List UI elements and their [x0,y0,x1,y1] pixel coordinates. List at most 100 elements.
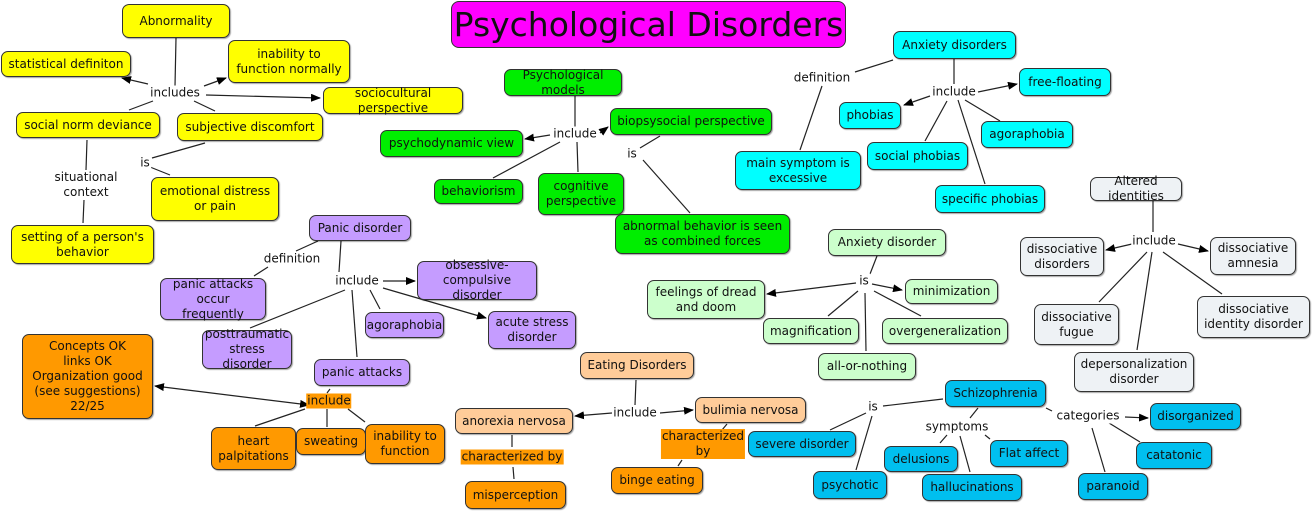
concept-panic-frequent[interactable]: panic attacks occur frequently [160,277,266,321]
link-line [873,290,922,317]
link-line [128,100,154,111]
concept-panic-disorder[interactable]: Panic disorder [309,215,411,241]
link-line [984,434,991,440]
concept-inability-norm[interactable]: inability to function normally [228,40,350,83]
link-arrow [205,93,321,102]
link-label-include-altered[interactable]: include [1131,233,1177,249]
link-line [1045,407,1053,412]
concept-biopsy[interactable]: biopsysocial perspective [610,108,772,135]
concept-social-phobias[interactable]: social phobias [867,142,968,170]
concept-sociocultural[interactable]: sociocultural perspective [323,86,463,115]
concept-agoraphobia1[interactable]: agoraphobia [981,121,1073,148]
link-line [864,292,867,352]
link-label-include-eating[interactable]: include [612,405,658,421]
map-title[interactable]: Psychological Disorders [451,1,846,48]
concept-abnormality[interactable]: Abnormality [122,4,230,38]
link-label-symptoms[interactable]: symptoms [924,419,990,435]
link-label-is-biopsy[interactable]: is [626,146,638,162]
concept-psychotic[interactable]: psychotic [813,471,887,499]
concept-free-floating[interactable]: free-floating [1019,68,1111,96]
link-label-definition-panic[interactable]: definition [262,251,322,267]
concept-sweating[interactable]: sweating [296,428,366,455]
concept-magnification[interactable]: magnification [763,318,859,344]
concept-diss-identity[interactable]: dissociative identity disorder [1197,296,1310,338]
concept-paranoid[interactable]: paranoid [1078,473,1148,500]
link-label-char-bulimia[interactable]: characterized by [660,429,746,459]
link-label-definition-anx[interactable]: definition [792,70,852,86]
concept-hallucinations[interactable]: hallucinations [922,474,1022,501]
concept-emotional[interactable]: emotional distress or pain [151,177,279,221]
link-line [1162,251,1223,295]
concept-ptsd[interactable]: posttraumatic stress disorder [202,327,292,371]
concept-subjective[interactable]: subjective discomfort [177,113,323,141]
link-label-includes-abn[interactable]: includes [149,85,201,101]
concept-ocd[interactable]: obsessive-compulsive disorder [417,258,537,302]
concept-heart[interactable]: heart palpitations [211,427,296,470]
concept-concepts[interactable]: Concepts OK links OK Organization good (… [22,334,153,419]
concept-anxiety-disorder[interactable]: Anxiety disorder [828,229,946,256]
concept-overgeneralization[interactable]: overgeneralization [882,318,1008,344]
link-arrow [871,283,903,293]
concept-diss-disorders[interactable]: dissociative disorders [1020,237,1104,276]
concept-schizophrenia[interactable]: Schizophrenia [945,380,1046,407]
concept-anxiety-disorders[interactable]: Anxiety disorders [893,31,1016,59]
link-line [829,412,867,431]
link-line [174,37,177,87]
link-arrow [574,411,613,420]
link-label-char-anorexia[interactable]: characterized by [460,449,564,465]
link-label-include-anx[interactable]: include [931,84,977,100]
link-label-is-subj[interactable]: is [139,155,151,171]
concept-agoraphobia2[interactable]: agoraphobia [365,312,444,338]
link-label-categories[interactable]: categories [1055,408,1121,424]
concept-binge[interactable]: binge eating [611,467,703,494]
link-line [1098,251,1148,303]
link-arrow [203,77,227,87]
concept-depersonalization[interactable]: depersonalization disorder [1074,352,1194,392]
concept-anorexia[interactable]: anorexia nervosa [455,408,573,434]
concept-statistical[interactable]: statistical definiton [1,51,131,77]
link-label-include-panic[interactable]: include [334,273,380,289]
concept-all-or-nothing[interactable]: all-or-nothing [818,353,916,380]
link-arrow [659,406,694,415]
link-arrow [598,126,609,136]
concept-setting[interactable]: setting of a person's behavior [11,225,154,264]
link-line [295,240,319,252]
concept-disorganized[interactable]: disorganized [1150,403,1241,430]
concept-panic-attacks[interactable]: panic attacks [314,359,410,386]
concept-psych-models[interactable]: Psychological models [504,68,622,97]
link-line [492,141,561,179]
concept-altered[interactable]: Altered identities [1090,174,1182,203]
concept-catatonic[interactable]: catatonic [1136,442,1212,469]
link-line [326,388,331,394]
concept-eating[interactable]: Eating Disorders [580,352,694,379]
concept-specific-phobias[interactable]: specific phobias [935,185,1045,213]
link-label-is-anxiety[interactable]: is [858,273,870,289]
concept-minimization[interactable]: minimization [905,279,998,304]
concept-behaviorism[interactable]: behaviorism [434,179,523,204]
concept-misperception[interactable]: misperception [465,481,566,509]
concept-psychodynamic[interactable]: psychodynamic view [380,130,523,157]
concept-acute[interactable]: acute stress disorder [488,311,576,349]
link-line [854,59,894,73]
concept-social-norm[interactable]: social norm deviance [16,112,160,138]
link-label-include-attacks[interactable]: include [306,393,352,409]
link-line [642,159,691,214]
link-line [253,266,269,277]
concept-diss-fugue[interactable]: dissociative fugue [1034,304,1119,345]
link-label-include-models[interactable]: include [552,126,598,142]
concept-phobias[interactable]: phobias [839,102,901,129]
link-label-is-schizo[interactable]: is [867,399,879,415]
concept-flat[interactable]: Flat affect [990,440,1068,467]
concept-cognitive[interactable]: cognitive perspective [538,173,624,215]
link-label-situational[interactable]: situational context [53,170,119,200]
concept-dread[interactable]: feelings of dread and doom [647,280,765,319]
link-line [969,407,979,419]
concept-delusions[interactable]: delusions [884,446,958,472]
concept-inability-func[interactable]: inability to function [365,424,445,464]
concept-severe[interactable]: severe disorder [748,431,856,457]
concept-abnormal-forces[interactable]: abnormal behavior is seen as combined fo… [615,214,790,254]
concept-diss-amnesia[interactable]: dissociative amnesia [1210,237,1296,275]
concept-bulimia[interactable]: bulimia nervosa [695,397,806,423]
link-line [254,408,306,427]
concept-main-symptom[interactable]: main symptom is excessive [735,151,861,190]
